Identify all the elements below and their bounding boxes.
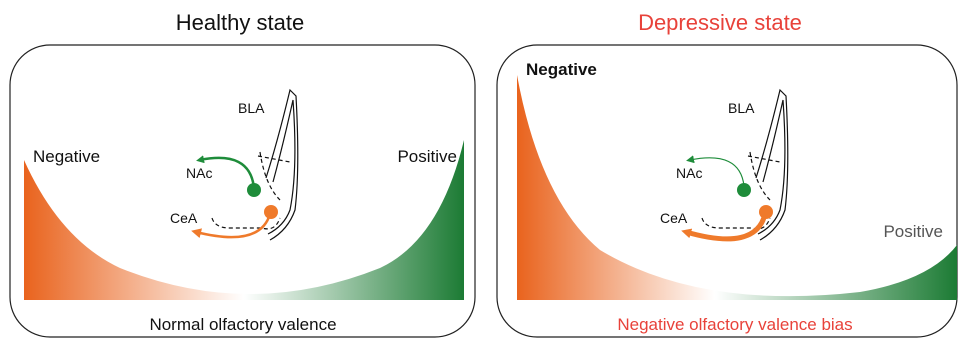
panel-title-healthy: Healthy state <box>175 10 305 35</box>
bla-to-cea-pathway <box>191 213 272 239</box>
positive-label: Positive <box>883 222 943 241</box>
amygdala-outline <box>211 88 299 241</box>
region-label-cea: CeA <box>170 210 198 226</box>
negative-label: Negative <box>33 147 100 166</box>
positive-label: Positive <box>397 147 457 166</box>
bla-nac-neuron <box>247 183 261 197</box>
panel-caption: Normal olfactory valence <box>149 315 336 334</box>
region-label-nac: NAc <box>676 165 702 181</box>
bla-cea-neuron <box>264 205 278 219</box>
panel-title-depressive: Depressive state <box>638 10 802 35</box>
panel-depressive: Negative Positive BLA NAc CeA Negative o… <box>496 44 958 338</box>
panel-frame <box>496 44 958 338</box>
valence-curve-fill <box>517 75 957 300</box>
region-label-bla: BLA <box>728 100 755 116</box>
region-label-cea: CeA <box>660 210 688 226</box>
amygdala-outline <box>701 88 789 241</box>
region-label-nac: NAc <box>186 165 212 181</box>
bla-nac-neuron <box>737 183 751 197</box>
negative-label: Negative <box>526 60 597 79</box>
panel-caption: Negative olfactory valence bias <box>617 315 852 334</box>
bla-to-nac-pathway <box>686 155 745 187</box>
region-label-bla: BLA <box>238 100 265 116</box>
bla-to-nac-pathway <box>196 155 256 189</box>
bla-cea-neuron <box>759 205 773 219</box>
panel-frame <box>9 44 476 338</box>
bla-to-cea-pathway <box>681 213 768 242</box>
panel-healthy: Negative Positive BLA NAc CeA Normal olf… <box>9 44 476 338</box>
valence-curve-fill <box>24 140 464 300</box>
